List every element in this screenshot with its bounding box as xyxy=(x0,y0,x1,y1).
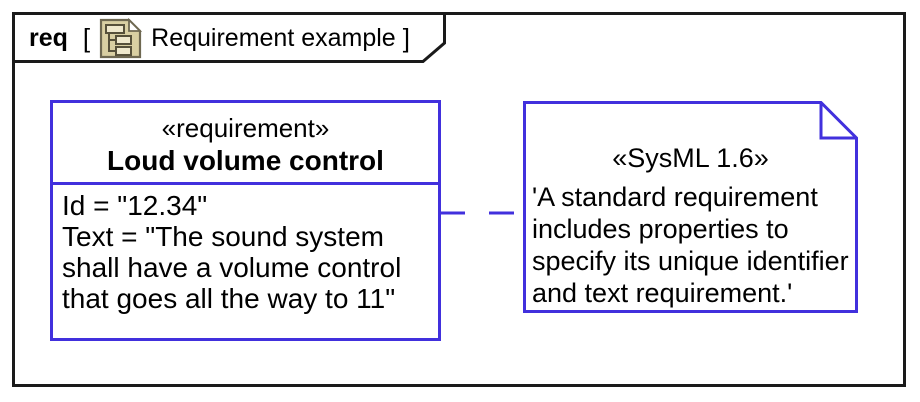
frame-tab: req [ Requirement example ] xyxy=(12,13,432,63)
note-body-text[interactable]: 'A standard requirement includes propert… xyxy=(532,182,849,308)
requirement-diagram-icon xyxy=(100,17,143,58)
frame-close-bracket: ] xyxy=(402,23,410,53)
note-shape xyxy=(523,101,858,313)
requirement-header: «requirement» Loud volume control xyxy=(53,103,438,185)
requirement-name: Loud volume control xyxy=(107,145,384,176)
frame-title: Requirement example xyxy=(151,23,396,52)
frame-kind-label: req xyxy=(29,23,68,52)
note-fold-lines xyxy=(819,102,857,140)
diagram-frame-border xyxy=(12,12,906,387)
requirement-stereotype: «requirement» xyxy=(161,113,330,143)
requirement-properties: Id = "12.34" Text = "The sound system sh… xyxy=(62,190,402,314)
note-stereotype[interactable]: «SysML 1.6» xyxy=(612,143,769,173)
requirement-node[interactable]: «requirement» Loud volume control Id = "… xyxy=(50,100,441,341)
frame-open-bracket: [ xyxy=(82,23,91,53)
